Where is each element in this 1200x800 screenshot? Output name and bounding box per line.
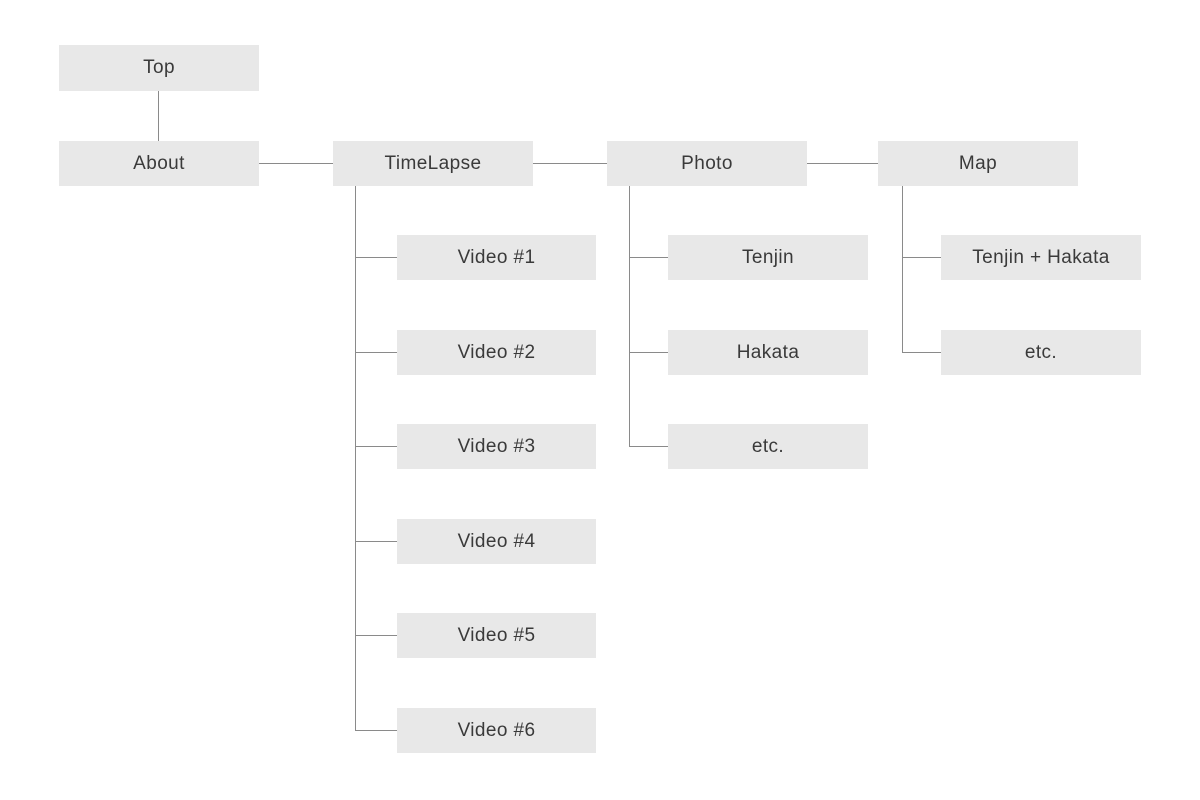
node-timelapse: TimeLapse xyxy=(333,141,533,186)
connector-timelapse-video-6 xyxy=(355,730,397,731)
connector-map-etc xyxy=(902,352,941,353)
node-about: About xyxy=(59,141,259,186)
node-top: Top xyxy=(59,45,259,91)
connector-timelapse-trunk xyxy=(355,186,356,731)
connector-top-about xyxy=(158,91,159,141)
connector-timelapse-video-2 xyxy=(355,352,397,353)
node-tenjin-hakata: Tenjin + Hakata xyxy=(941,235,1141,280)
connector-timelapse-video-1 xyxy=(355,257,397,258)
connector-timelapse-video-3 xyxy=(355,446,397,447)
connector-photo-trunk xyxy=(629,186,630,446)
connector-map-trunk xyxy=(902,186,903,352)
node-video-4: Video #4 xyxy=(397,519,596,564)
node-video-2: Video #2 xyxy=(397,330,596,375)
connector-photo-map xyxy=(807,163,878,164)
connector-photo-hakata xyxy=(629,352,668,353)
node-map-etc: etc. xyxy=(941,330,1141,375)
connector-photo-tenjin xyxy=(629,257,668,258)
connector-map-tenjin-hakata xyxy=(902,257,941,258)
connector-timelapse-video-4 xyxy=(355,541,397,542)
node-photo-etc: etc. xyxy=(668,424,868,469)
node-video-5: Video #5 xyxy=(397,613,596,658)
node-tenjin: Tenjin xyxy=(668,235,868,280)
connector-about-timelapse xyxy=(259,163,333,164)
connector-photo-etc xyxy=(629,446,668,447)
node-photo: Photo xyxy=(607,141,807,186)
node-video-1: Video #1 xyxy=(397,235,596,280)
node-video-3: Video #3 xyxy=(397,424,596,469)
connector-timelapse-video-5 xyxy=(355,635,397,636)
node-video-6: Video #6 xyxy=(397,708,596,753)
node-hakata: Hakata xyxy=(668,330,868,375)
node-map: Map xyxy=(878,141,1078,186)
connector-timelapse-photo xyxy=(533,163,607,164)
